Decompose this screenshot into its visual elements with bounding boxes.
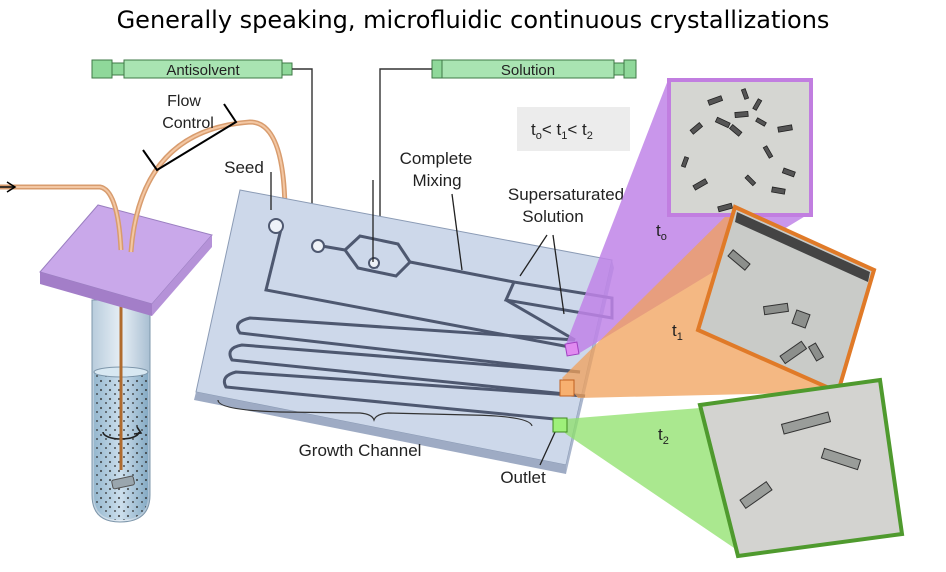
complete-mixing-label-2: Mixing [412, 171, 461, 190]
zoom-cone-t2 [553, 408, 740, 552]
callout-lines [270, 172, 565, 466]
page-title: Generally speaking, microfluidic continu… [116, 6, 830, 34]
t1-label: t1 [672, 321, 683, 343]
growth-channel-label: Growth Channel [299, 441, 422, 460]
supersaturated-label-2: Solution [522, 207, 583, 226]
micrograph-t1 [695, 204, 877, 395]
t2-label: t2 [658, 425, 669, 447]
sample-marker-t1 [559, 379, 575, 397]
time-relation-box: to< t1< t2 [517, 107, 630, 151]
seed-label: Seed [224, 158, 264, 177]
antisolvent-label: Antisolvent [166, 62, 240, 79]
flow-control-bracket [142, 103, 238, 172]
outlet-label: Outlet [500, 468, 546, 487]
solution-label: Solution [501, 62, 555, 79]
flow-control-label-2: Control [162, 115, 214, 132]
complete-mixing-label-1: Complete [400, 149, 473, 168]
growth-channel-brace [217, 399, 533, 427]
antisolvent-syringe: Antisolvent [91, 59, 293, 79]
seed-vial [91, 250, 151, 523]
sample-marker-t0 [564, 341, 580, 357]
antisolvent-line [292, 68, 313, 225]
time-relation: to< t1< t2 [531, 120, 593, 142]
solution-line [379, 68, 432, 250]
supersaturated-label-1: Supersaturated [508, 185, 624, 204]
micrograph-t0 [667, 78, 813, 217]
sample-marker-t2 [552, 417, 568, 433]
microfluidic-chip [194, 189, 614, 474]
solution-syringe: Solution [431, 59, 637, 79]
vial-cap [39, 204, 213, 316]
flow-tubes [0, 119, 288, 253]
t0-label: to [656, 221, 667, 243]
micrograph-t2 [697, 377, 905, 559]
flow-control-label-1: Flow [167, 93, 201, 110]
